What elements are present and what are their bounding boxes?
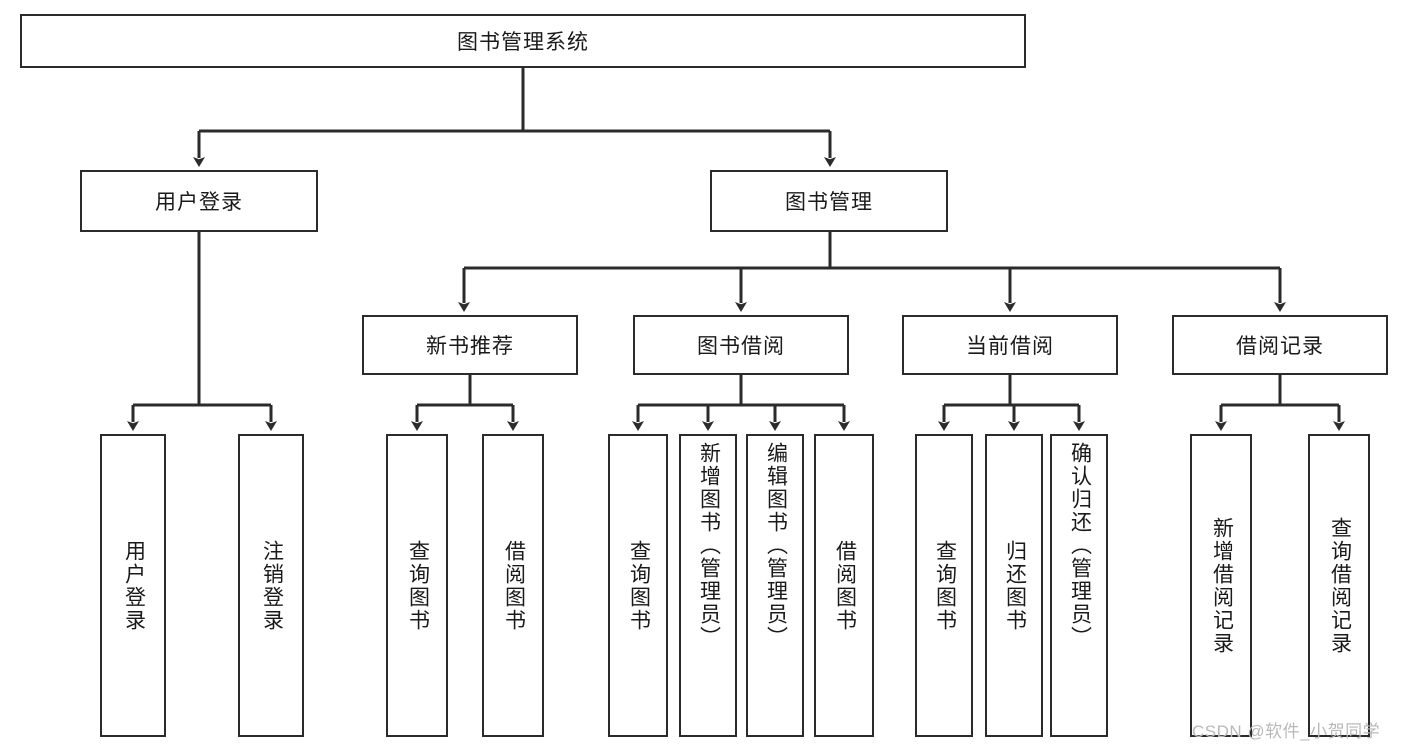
leaf-query-book-recommend[interactable]: 查询图书	[386, 434, 448, 737]
node-book-management-label: 图书管理	[785, 191, 873, 214]
leaf-add-borrow-record-label: 新增借阅记录	[1210, 516, 1234, 655]
leaf-query-borrow-record-label: 查询借阅记录	[1328, 516, 1352, 655]
leaf-borrow-book-recommend[interactable]: 借阅图书	[482, 434, 544, 737]
leaf-return-book[interactable]: 归还图书	[985, 434, 1043, 737]
leaf-logout[interactable]: 注销登录	[238, 434, 304, 737]
leaf-confirm-return-admin-label: 确认归还（管理员）	[1068, 442, 1092, 649]
leaf-query-book-borrow[interactable]: 查询图书	[608, 434, 668, 737]
leaf-query-book-recommend-label: 查询图书	[406, 539, 430, 632]
leaf-query-book-borrow-label: 查询图书	[627, 539, 651, 632]
leaf-return-book-label: 归还图书	[1003, 539, 1027, 632]
node-root-label: 图书管理系统	[457, 31, 589, 54]
node-borrow-records[interactable]: 借阅记录	[1172, 315, 1388, 375]
leaf-add-borrow-record[interactable]: 新增借阅记录	[1190, 434, 1252, 737]
leaf-add-book-admin-label: 新增图书（管理员）	[697, 442, 721, 649]
leaf-confirm-return-admin[interactable]: 确认归还（管理员）	[1050, 434, 1108, 737]
leaf-query-borrow-record[interactable]: 查询借阅记录	[1308, 434, 1370, 737]
leaf-edit-book-admin-label: 编辑图书（管理员）	[764, 442, 788, 649]
leaf-borrow-book-recommend-label: 借阅图书	[502, 539, 526, 632]
leaf-user-login[interactable]: 用户登录	[100, 434, 166, 737]
node-new-book-recommend-label: 新书推荐	[426, 335, 514, 358]
node-book-management[interactable]: 图书管理	[710, 170, 948, 232]
node-current-borrow-label: 当前借阅	[966, 335, 1054, 358]
leaf-borrow-book[interactable]: 借阅图书	[814, 434, 874, 737]
leaf-edit-book-admin[interactable]: 编辑图书（管理员）	[746, 434, 804, 737]
leaf-borrow-book-label: 借阅图书	[833, 539, 857, 632]
watermark: CSDN @软件_小贺同学	[1192, 722, 1381, 741]
leaf-query-book-current-label: 查询图书	[933, 539, 957, 632]
node-book-borrow-label: 图书借阅	[697, 335, 785, 358]
node-book-borrow[interactable]: 图书借阅	[633, 315, 849, 375]
node-root[interactable]: 图书管理系统	[20, 14, 1026, 68]
node-user-login[interactable]: 用户登录	[80, 170, 318, 232]
leaf-user-login-label: 用户登录	[122, 539, 146, 632]
leaf-add-book-admin[interactable]: 新增图书（管理员）	[679, 434, 737, 737]
node-current-borrow[interactable]: 当前借阅	[902, 315, 1118, 375]
leaf-logout-label: 注销登录	[260, 539, 284, 632]
node-new-book-recommend[interactable]: 新书推荐	[362, 315, 578, 375]
node-borrow-records-label: 借阅记录	[1236, 335, 1324, 358]
node-user-login-label: 用户登录	[155, 191, 243, 214]
leaf-query-book-current[interactable]: 查询图书	[915, 434, 973, 737]
